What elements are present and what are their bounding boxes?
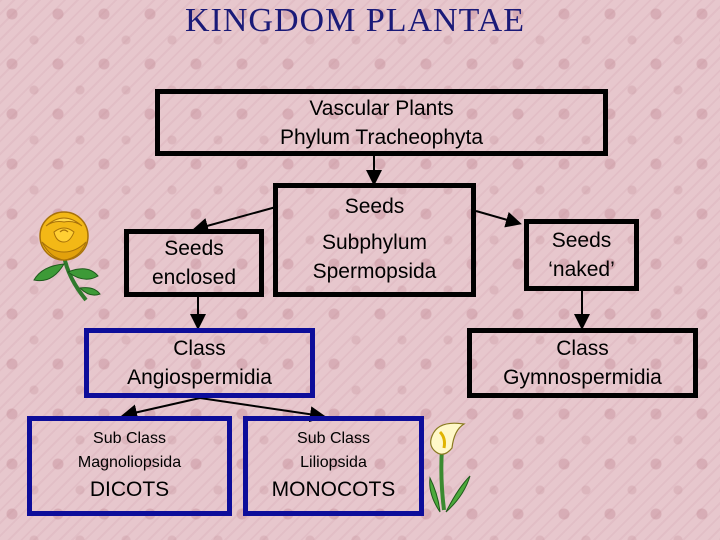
calla-lily-icon xyxy=(429,422,471,513)
subclass-magnoliopsida-box: Sub Class Magnoliopsida DICOTS xyxy=(27,416,232,516)
lilio-line2: Liliopsida xyxy=(300,454,367,471)
monocots-label: MONOCOTS xyxy=(271,478,396,501)
arrow-angio-to-magnolio xyxy=(121,397,201,421)
gymno-line2: Gymnospermidia xyxy=(503,366,662,389)
vascular-plants-box: Vascular Plants Phylum Tracheophyta xyxy=(155,89,608,156)
lilio-line1: Sub Class xyxy=(297,430,370,447)
gymno-line1: Class xyxy=(556,337,609,360)
class-angiospermidia-box: Class Angiospermidia xyxy=(84,328,315,398)
angio-line2: Angiospermidia xyxy=(127,366,272,389)
arrow-seeds-to-naked xyxy=(475,210,522,228)
vascular-line2: Phylum Tracheophyta xyxy=(279,125,484,149)
enclosed-line2: enclosed xyxy=(151,266,237,289)
dicots-label: DICOTS xyxy=(89,478,170,501)
enclosed-line1: Seeds xyxy=(164,237,224,260)
magnolio-line1: Sub Class xyxy=(93,430,166,447)
seeds-naked-box: Seeds ‘naked’ xyxy=(524,219,639,291)
subclass-liliopsida-box: Sub Class Liliopsida MONOCOTS xyxy=(243,416,424,516)
arrow-angio-to-lilio xyxy=(199,397,326,423)
class-gymnospermidia-box: Class Gymnospermidia xyxy=(467,328,698,398)
subphylum-line1: Subphylum xyxy=(321,231,428,254)
naked-line2: ‘naked’ xyxy=(548,258,615,281)
magnolio-line2: Magnoliopsida xyxy=(77,454,182,471)
arrow-seeds-to-enclosed xyxy=(192,206,277,234)
angio-line1: Class xyxy=(173,337,226,360)
seeds-label: Seeds xyxy=(344,195,405,218)
naked-line1: Seeds xyxy=(551,229,612,252)
spermopsida-box: Seeds Subphylum Spermopsida xyxy=(273,183,476,297)
page-title: KINGDOM PLANTAE xyxy=(185,2,525,39)
yellow-rose-icon xyxy=(33,211,101,302)
seeds-enclosed-box: Seeds enclosed xyxy=(124,229,264,297)
vascular-line1: Vascular Plants xyxy=(309,96,454,120)
subphylum-line2: Spermopsida xyxy=(312,260,437,283)
